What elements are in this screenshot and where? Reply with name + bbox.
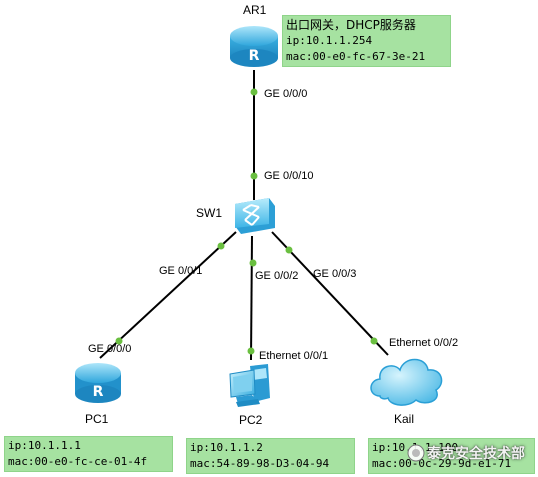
port-label-pc1-ge000: GE 0/0/0	[88, 343, 132, 355]
port-dot-pc2	[247, 347, 255, 355]
note-ar1-line2: ip:10.1.1.254	[286, 34, 373, 47]
svg-text:R: R	[249, 48, 260, 64]
port-dot-ar1	[250, 88, 258, 96]
port-label-sw1-ge003: GE 0/0/3	[313, 268, 357, 280]
note-pc2-line2: mac:54-89-98-D3-04-94	[190, 457, 330, 470]
port-dot-pc1	[115, 337, 123, 345]
note-pc1: ip:10.1.1.1 mac:00-e0-fc-ce-01-4f	[4, 436, 173, 472]
port-label-sw1-ge0010: GE 0/0/10	[264, 170, 314, 182]
note-pc1-line2: mac:00-e0-fc-ce-01-4f	[8, 455, 148, 468]
note-ar1-line3: mac:00-e0-fc-67-3e-21	[286, 50, 426, 63]
port-label-sw1-ge002: GE 0/0/2	[255, 270, 299, 282]
port-dot-sw1-up	[250, 172, 258, 180]
watermark-text: 泰克安全技术部	[427, 446, 525, 462]
port-label-ar1-ge000: GE 0/0/0	[264, 88, 308, 100]
device-name-pc1: PC1	[85, 412, 109, 426]
note-pc1-line1: ip:10.1.1.1	[8, 439, 81, 452]
note-pc2: ip:10.1.1.2 mac:54-89-98-D3-04-94	[186, 438, 355, 474]
port-dot-kail	[370, 337, 378, 345]
watermark-logo-icon	[407, 444, 425, 462]
svg-text:R: R	[93, 384, 104, 400]
note-ar1-line1: 出口网关，DHCP服务器	[286, 18, 416, 32]
device-name-pc2: PC2	[239, 413, 263, 427]
note-ar1: 出口网关，DHCP服务器 ip:10.1.1.254 mac:00-e0-fc-…	[282, 15, 451, 67]
port-dot-sw1-ge002	[249, 259, 257, 267]
router-icon[interactable]: R	[73, 362, 123, 404]
device-name-kail: Kail	[394, 412, 415, 426]
port-label-pc2-eth001: Ethernet 0/0/1	[259, 350, 329, 362]
pc-icon[interactable]	[226, 364, 272, 408]
cloud-icon[interactable]	[366, 348, 448, 408]
device-name-ar1: AR1	[243, 3, 267, 17]
port-dot-sw1-ge001	[217, 242, 225, 250]
switch-icon[interactable]	[231, 194, 277, 236]
link-sw1-pc2	[250, 235, 253, 361]
port-dot-sw1-ge003	[285, 246, 293, 254]
device-name-sw1: SW1	[196, 206, 223, 220]
note-kail: ip:10.1.1.100 mac:00-0c-29-9d-e1-71	[368, 438, 535, 474]
link-sw1-pc1	[99, 231, 237, 359]
note-kail-line2: mac:00-0c-29-9d-e1-71	[372, 457, 512, 470]
note-pc2-line1: ip:10.1.1.2	[190, 441, 263, 454]
router-icon[interactable]: R	[228, 24, 280, 68]
port-label-sw1-ge001: GE 0/0/1	[159, 265, 203, 277]
port-label-kail-eth002: Ethernet 0/0/2	[389, 337, 459, 349]
